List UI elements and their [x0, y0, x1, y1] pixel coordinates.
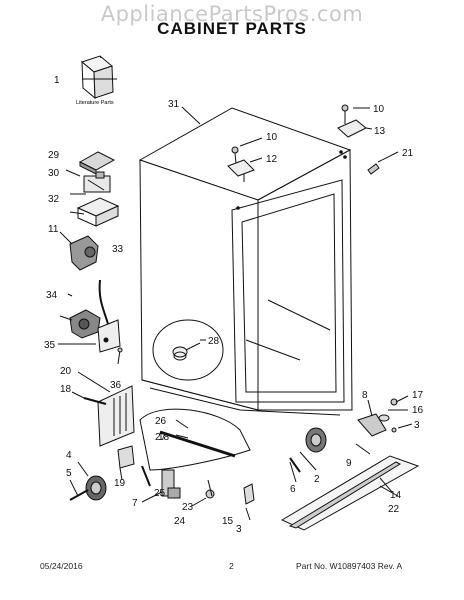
part-36-screw	[117, 347, 123, 365]
part-23-24-screw	[191, 479, 215, 507]
part-2-roller-assembly	[299, 427, 327, 471]
part-22-grille	[280, 455, 420, 531]
part-17-16	[378, 395, 409, 422]
callout-15: 15	[222, 516, 234, 527]
callout-3b: 3	[236, 524, 242, 535]
callout-34: 34	[46, 290, 58, 301]
part-3-right-screw	[391, 423, 413, 433]
callout-36: 36	[110, 380, 122, 391]
callout-20: 20	[60, 366, 72, 377]
callout-25: 25	[154, 488, 166, 499]
callout-32: 32	[48, 194, 60, 205]
watermark-text: AppliancePartsPros.com	[100, 2, 364, 26]
bracket-12	[227, 157, 263, 182]
part-11-valve	[59, 231, 99, 271]
callout-35: 35	[44, 340, 56, 351]
literature-parts-icon	[80, 55, 114, 100]
part-29-cover	[78, 151, 116, 175]
screw-10-center	[231, 137, 263, 165]
callout-27: 27	[155, 432, 167, 443]
callout-1: 1	[54, 75, 60, 86]
callout-14: 14	[390, 490, 402, 501]
part-33-tube	[98, 279, 109, 325]
callout-23: 23	[182, 502, 194, 513]
screw-10-top	[341, 104, 370, 124]
callout-5: 5	[66, 468, 72, 479]
callout-17: 17	[412, 390, 424, 401]
callout-18a: 18	[60, 384, 72, 395]
callout-8: 8	[362, 390, 368, 401]
callout-30: 30	[48, 168, 60, 179]
callout-12: 12	[266, 154, 278, 165]
callout-29: 29	[48, 150, 60, 161]
callout-16: 16	[412, 405, 424, 416]
callout-4: 4	[66, 450, 72, 461]
callout-10a: 10	[373, 104, 385, 115]
part-32-box	[76, 197, 120, 227]
part-35-bracket	[58, 319, 121, 353]
part-4-roller	[77, 461, 107, 501]
callout-31: 31	[168, 99, 180, 110]
callout-6: 6	[290, 484, 296, 495]
callout-19: 19	[114, 478, 126, 489]
part-6-bolt	[289, 457, 301, 483]
callout-28: 28	[208, 336, 220, 347]
part-25-screw	[141, 465, 151, 487]
callout-9: 9	[346, 458, 352, 469]
part-21	[367, 151, 399, 175]
footer-date: 05/24/2016	[40, 561, 83, 571]
front-trim-26-27	[139, 408, 251, 471]
part-9-screw	[355, 443, 371, 455]
callout-18b: 18	[158, 432, 170, 443]
footer-part-number: Part No. W10897403 Rev. A	[296, 561, 403, 571]
callout-labels: 1 31 10 13 10 12 21 29 30 32 11 33 34 35…	[44, 75, 424, 535]
part-3-bottom-screw	[245, 507, 251, 521]
callout-13: 13	[374, 126, 386, 137]
page-title: CABINET PARTS	[157, 19, 307, 38]
part-14-screw	[379, 477, 393, 493]
part-34-valve	[69, 309, 101, 339]
callout-10b: 10	[266, 132, 278, 143]
part-7-fitting	[141, 469, 181, 503]
footer-page-number: 2	[229, 561, 234, 571]
callout-24: 24	[174, 516, 186, 527]
callout-21: 21	[402, 148, 414, 159]
part-20-panel	[77, 371, 135, 447]
part-5-bolt	[69, 479, 89, 501]
bracket-13	[337, 119, 373, 138]
callout-3a: 3	[414, 420, 420, 431]
callout-26: 26	[155, 416, 167, 427]
cabinet-shell	[138, 107, 353, 416]
part-18-screw-left	[71, 391, 107, 405]
part-30-housing	[83, 171, 111, 193]
callout-2: 2	[314, 474, 320, 485]
callout-7: 7	[132, 498, 138, 509]
callout-11: 11	[48, 224, 59, 235]
callout-22: 22	[388, 504, 400, 515]
literature-label: Literature Parts	[76, 100, 114, 106]
part-19-bracket	[117, 445, 135, 481]
callout-33: 33	[112, 244, 124, 255]
part-15-clip	[243, 483, 255, 505]
detail-circle-28	[152, 319, 224, 381]
